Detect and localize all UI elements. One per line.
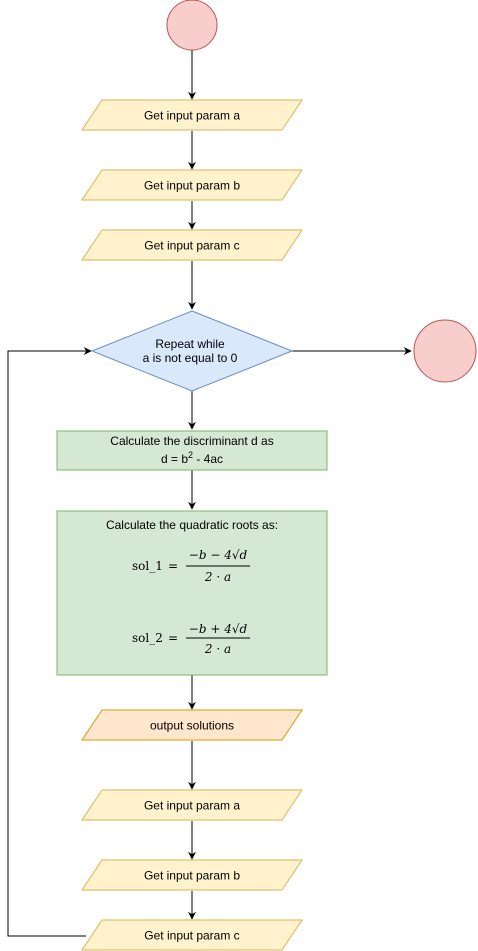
input-param-a-shape — [81, 99, 303, 131]
sol1-name: sol_1 — [132, 559, 163, 573]
input-param-a-2-shape — [81, 789, 303, 821]
discriminant-formula: d = b2 - 4ac — [161, 450, 223, 466]
input-param-b-shape — [81, 169, 303, 201]
roots-title: Calculate the quadratic roots as: — [106, 518, 278, 532]
input-param-b-2-shape — [81, 859, 303, 891]
sol2-denominator: 2 · a — [204, 642, 231, 656]
sol2-name: sol_2 — [132, 631, 163, 645]
discriminant-formula-prefix: d = b — [161, 452, 188, 466]
input-param-c-shape — [81, 229, 303, 261]
start-terminal — [166, 0, 218, 51]
input-param-c-2-node: Get input param c — [81, 919, 303, 951]
input-param-b-2-label: Get input param b — [144, 869, 240, 883]
input-param-c-node: Get input param c — [81, 229, 303, 261]
discriminant-label-line1: Calculate the discriminant d as — [110, 434, 273, 448]
input-param-b-2-node: Get input param b — [81, 859, 303, 891]
input-param-a-2-label: Get input param a — [144, 799, 240, 813]
roots-process-node: Calculate the quadratic roots as: sol_1 … — [56, 510, 328, 676]
input-param-a-node: Get input param a — [81, 99, 303, 131]
input-param-c-2-label: Get input param c — [144, 929, 239, 943]
sol2-equals: = — [168, 631, 178, 645]
input-param-a-2-node: Get input param a — [81, 789, 303, 821]
repeat-decision-label-line2: a is not equal to 0 — [143, 351, 238, 365]
output-solutions-shape — [81, 709, 303, 741]
discriminant-formula-suffix: - 4ac — [193, 452, 223, 466]
input-param-b-node: Get input param b — [81, 169, 303, 201]
discriminant-process-node: Calculate the discriminant d as d = b2 -… — [56, 430, 328, 471]
repeat-decision-label-line1: Repeat while — [155, 337, 225, 351]
input-param-c-2-shape — [81, 919, 303, 951]
sol2-numerator: −b + 4√d — [189, 622, 248, 636]
edge-loop-back-to-decision — [7, 347, 92, 937]
end-terminal — [413, 319, 477, 383]
discriminant-formula-exponent: 2 — [188, 450, 193, 460]
input-param-b-label: Get input param b — [144, 179, 240, 193]
output-solutions-label: output solutions — [150, 719, 234, 733]
input-param-a-label: Get input param a — [144, 109, 240, 123]
sol1-numerator: −b − 4√d — [189, 548, 248, 562]
sol1-denominator: 2 · a — [204, 570, 231, 584]
discriminant-process-shape — [56, 430, 328, 471]
input-param-c-label: Get input param c — [144, 239, 239, 253]
output-solutions-node: output solutions — [81, 709, 303, 741]
sol1-equals: = — [168, 559, 178, 573]
repeat-decision-node: Repeat while a is not equal to 0 — [90, 310, 294, 392]
roots-process-shape — [56, 510, 328, 676]
repeat-decision-shape — [90, 310, 294, 392]
edges — [7, 50, 412, 937]
